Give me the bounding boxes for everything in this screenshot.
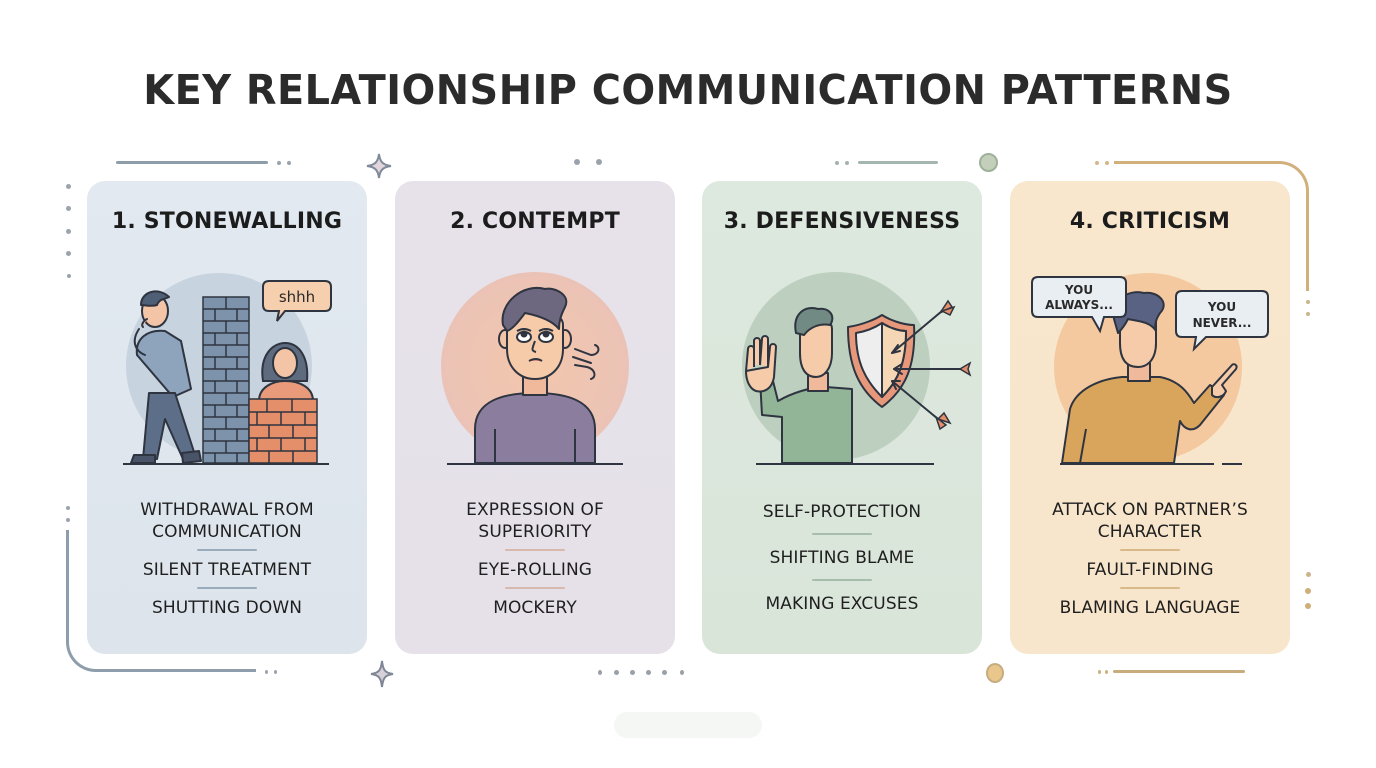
speech-bubble-text: shhh [279,288,315,306]
sigh-icon [572,344,600,380]
decor-dot [1105,161,1109,165]
decor-dot [1098,670,1101,674]
description-item: BLAMING LANGUAGE [1059,598,1241,618]
arrows-icon [891,310,963,420]
card-contempt: 2. CONTEMPT [395,181,675,654]
description-item: MAKING EXCUSES [765,594,919,614]
sparkle-icon [366,153,392,179]
speech-bubble-text: YOU [1064,283,1093,297]
divider [1120,587,1180,589]
divider [812,533,872,535]
card-title: 4. CRITICISM [1069,209,1231,234]
decor-dot [66,251,71,256]
decor-dot [1306,572,1311,577]
decor-dot [680,670,684,675]
decor-dot [287,161,291,165]
bottom-handle [614,712,762,738]
decor-dot [277,161,281,165]
decor-dot [1105,670,1108,674]
decor-line [1113,670,1245,673]
card-criticism: 4. CRITICISM YOU ALWAYS... YOU NEVER... … [1010,181,1290,654]
decor-dot [274,670,277,674]
decor-dot [67,274,71,278]
description-item: EYE-ROLLING [477,560,593,580]
divider [197,587,257,589]
speech-bubble-text: ALWAYS... [1045,298,1113,312]
card-title: 1. STONEWALLING [111,209,343,234]
decor-dot [66,184,71,189]
decor-line [116,161,268,164]
divider [505,587,565,589]
criticism-illustration: YOU ALWAYS... YOU NEVER... [1031,273,1269,465]
decor-dot [614,670,619,675]
decor-dot [598,670,602,675]
decor-dot [845,161,849,165]
divider [505,549,565,551]
decor-dot [1095,161,1099,165]
decor-dot [596,159,602,165]
decor-dot [1306,312,1310,316]
description-item: SELF-PROTECTION [762,502,922,522]
stonewalling-illustration: shhh [123,273,332,465]
decor-dot [835,161,839,165]
speech-bubble-you-always [1031,276,1127,334]
description-item: EXPRESSION OF SUPERIORITY [466,500,604,542]
decor-circle [979,153,998,172]
decor-line [858,161,938,164]
speech-bubble-you-never [1175,290,1269,352]
decor-dot [662,670,667,675]
description-item: ATTACK ON PARTNER’S CHARACTER [1052,500,1248,542]
card-description: ATTACK ON PARTNER’S CHARACTER FAULT-FIND… [1010,499,1290,619]
sparkle-icon [370,660,394,688]
decor-dot [66,206,71,211]
card-title: 3. DEFENSIVENESS [723,209,961,234]
decor-dot [646,670,651,675]
decor-circle [986,663,1004,683]
description-item: SILENT TREATMENT [142,560,312,580]
description-item: SHIFTING BLAME [769,548,915,568]
decor-dot [265,670,268,674]
card-description: SELF-PROTECTION SHIFTING BLAME MAKING EX… [702,501,982,615]
decor-dot [66,506,70,510]
card-defensiveness: 3. DEFENSIVENESS SELF-PROTEC [702,181,982,654]
decor-dot [574,159,580,165]
decor-dot [1305,588,1311,594]
page-title: KEY RELATIONSHIP COMMUNICATION PATTERNS [143,66,1233,114]
speech-bubble-text: NEVER... [1193,316,1252,330]
card-title: 2. CONTEMPT [450,209,620,234]
description-item: WITHDRAWAL FROM COMMUNICATION [140,500,314,542]
card-description: EXPRESSION OF SUPERIORITY EYE-ROLLING MO… [395,499,675,619]
defensiveness-illustration [742,272,972,465]
divider [1120,549,1180,551]
card-stonewalling: 1. STONEWALLING [87,181,367,654]
description-item: FAULT-FINDING [1086,560,1214,580]
card-description: WITHDRAWAL FROM COMMUNICATION SILENT TRE… [87,499,367,619]
divider [812,579,872,581]
decor-corner-line [1114,161,1309,291]
description-item: MOCKERY [493,598,577,618]
decor-dot [630,670,635,675]
description-item: SHUTTING DOWN [151,598,303,618]
speech-bubble-shhh [262,280,332,322]
speech-bubble-text: YOU [1207,300,1236,314]
divider [197,549,257,551]
contempt-illustration [441,272,629,465]
decor-dot [66,229,71,234]
decor-dot [1305,603,1311,609]
decor-corner-line [66,530,256,672]
decor-dot [66,518,70,522]
decor-dot [1306,300,1310,304]
